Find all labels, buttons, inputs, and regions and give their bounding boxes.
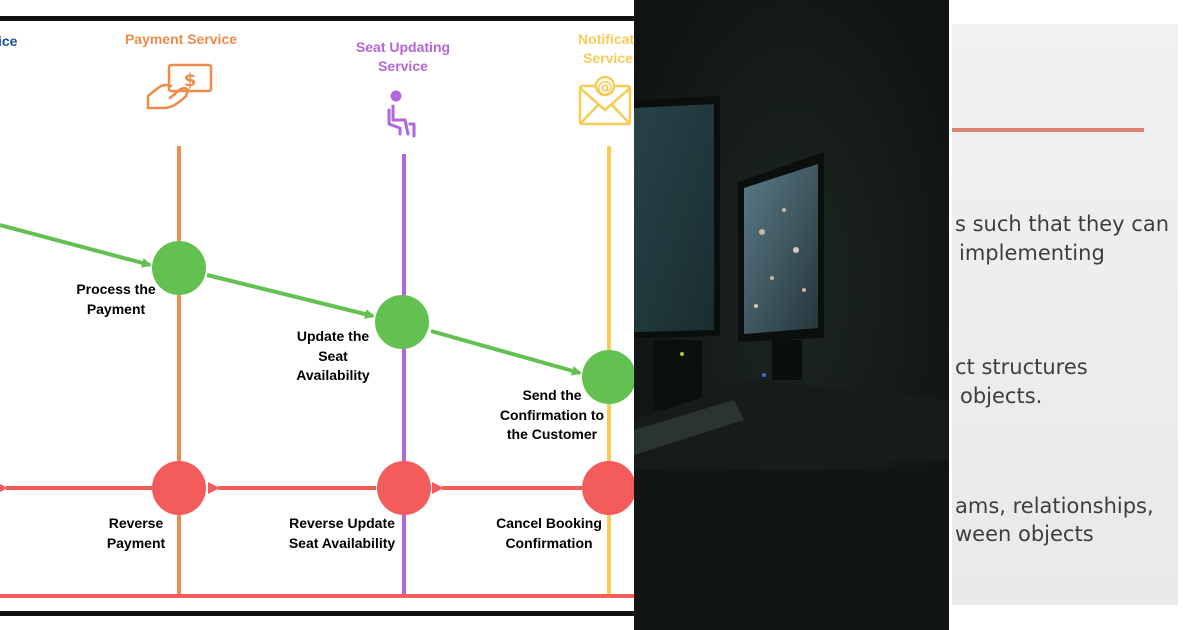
forward-arrow-1 (0, 223, 152, 268)
step-node-update-seat (375, 295, 429, 349)
forward-arrow-3 (430, 329, 582, 376)
slide-text-line-6: ween objects (955, 522, 1094, 546)
keyboard (634, 400, 744, 455)
slide-text-line-2: implementing (959, 241, 1105, 265)
frame-bottom-border (0, 611, 634, 616)
slide-accent-rule (952, 128, 1144, 132)
comp-node-reverse-seat (377, 461, 431, 515)
service-title-0: ice (0, 33, 18, 49)
left-monitor-screen (634, 104, 714, 332)
monitors-photo-panel (634, 0, 949, 630)
comp-label-cancel-confirmation: Cancel Booking Confirmation (496, 515, 602, 551)
comp-label-reverse-seat: Reverse Update Seat Availability (288, 515, 396, 551)
forward-arrow-2 (206, 273, 375, 319)
service-title-notification: Notificati Service (578, 31, 634, 66)
comp-node-cancel-confirmation (582, 461, 634, 515)
step-node-send-confirmation (582, 350, 634, 404)
step-label-update-seat: Update the Seat Availability (296, 328, 370, 383)
slide-text-line-5: ams, relationships, (955, 494, 1154, 518)
envelope-at-icon: @ (578, 75, 632, 126)
slide-background (952, 24, 1178, 605)
comp-node-reverse-payment (152, 461, 206, 515)
saga-diagram: $ @ (0, 16, 634, 616)
slide-text-line-4: objects. (960, 384, 1043, 408)
saga-diagram-panel: $ @ ice Payment Service Seat Updating Se… (0, 16, 634, 616)
svg-text:$: $ (184, 70, 197, 91)
service-title-seat-updating: Seat Updating Service (355, 39, 451, 74)
right-monitor-screen (744, 164, 818, 334)
svg-text:@: @ (597, 77, 613, 96)
comp-label-reverse-payment: Reverse Payment (106, 515, 166, 551)
slide-text-line-1: s such that they can (955, 212, 1170, 236)
frame-top-border (0, 16, 634, 21)
step-label-send-confirmation: Send the Confirmation to the Customer (499, 387, 605, 442)
desk-surface (634, 380, 949, 470)
slide-text-line-3: ct structures (955, 355, 1088, 379)
cash-hand-icon: $ (146, 63, 213, 110)
seated-person-icon (387, 90, 416, 138)
step-node-process-payment (152, 241, 206, 295)
step-label-process-payment: Process the Payment (76, 281, 156, 317)
monitors-photo (634, 0, 949, 630)
service-title-payment: Payment Service (124, 31, 238, 47)
